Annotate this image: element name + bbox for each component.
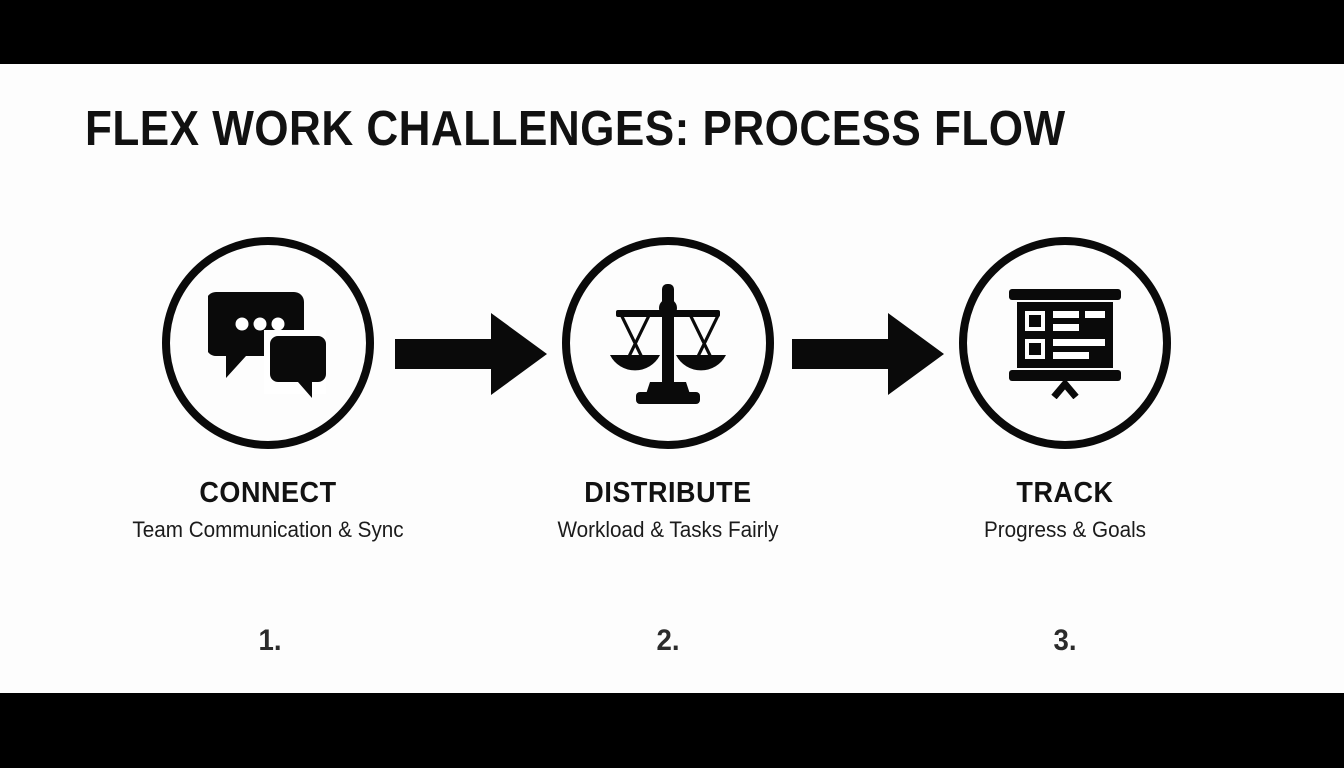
slide-canvas: FLEX WORK CHALLENGES: PROCESS FLOW CONNE…	[0, 64, 1344, 693]
step-icon-circle	[959, 237, 1171, 449]
balance-scale-icon	[610, 284, 726, 404]
step-icon-circle	[562, 237, 774, 449]
page-title: FLEX WORK CHALLENGES: PROCESS FLOW	[85, 102, 1066, 156]
presentation-board-icon	[1009, 289, 1121, 399]
speech-bubbles-icon	[208, 292, 326, 398]
process-step-track[interactable]: TRACK Progress & Goals	[915, 237, 1215, 543]
step-subtitle: Progress & Goals	[983, 517, 1147, 542]
step-icon-circle	[162, 237, 374, 449]
letterbox-bottom	[0, 693, 1344, 768]
arrow-right-icon	[792, 313, 944, 395]
flow-connector-1	[395, 313, 547, 400]
process-step-distribute[interactable]: DISTRIBUTE Workload & Tasks Fairly	[518, 237, 818, 543]
step-subtitle: Team Communication & Sync	[132, 517, 404, 542]
step-title: DISTRIBUTE	[584, 477, 752, 509]
step-number-3: 3.	[1053, 624, 1077, 657]
step-title: TRACK	[1016, 477, 1114, 509]
step-number-1: 1.	[258, 624, 282, 657]
arrow-right-icon	[395, 313, 547, 395]
letterbox-top	[0, 0, 1344, 64]
step-number-2: 2.	[656, 624, 680, 657]
process-step-connect[interactable]: CONNECT Team Communication & Sync	[118, 237, 418, 543]
process-flow-diagram: CONNECT Team Communication & Sync	[0, 64, 1344, 693]
step-title: CONNECT	[199, 477, 337, 509]
step-subtitle: Workload & Tasks Fairly	[557, 517, 779, 542]
flow-connector-2	[792, 313, 944, 400]
